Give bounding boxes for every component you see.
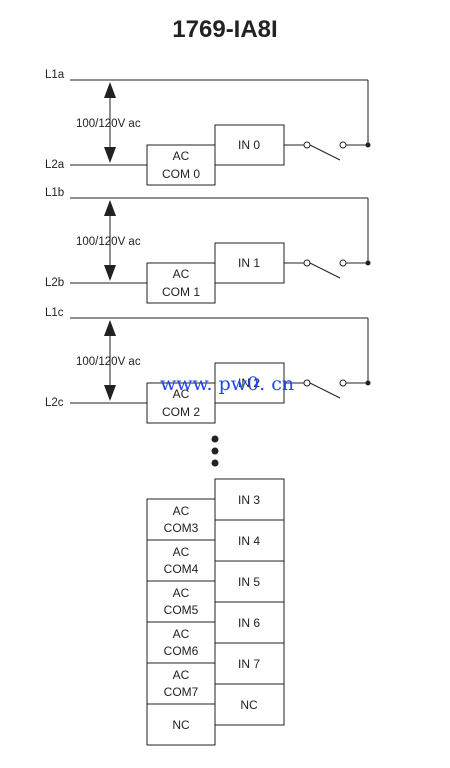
com-terminal-label-ac-0: AC xyxy=(173,504,190,518)
com-label-ac-2: AC xyxy=(173,387,190,401)
line-label-l1a: L1a xyxy=(45,69,65,81)
switch-contact-left-1 xyxy=(303,259,311,267)
circuit-group-1 xyxy=(70,197,369,284)
arrow-up-2 xyxy=(104,320,116,336)
input-terminal-label-3: IN 6 xyxy=(238,616,260,630)
voltage-label-1: 100/120V ac xyxy=(76,236,141,248)
input-terminal-label-2: IN 5 xyxy=(238,575,260,589)
com-terminal-box-1 xyxy=(146,539,216,582)
com-terminal-box-2 xyxy=(146,580,216,623)
line-label-l2c: L2c xyxy=(45,397,64,409)
terminal-block: AC COM3 IN 3 AC COM4 IN 4 AC COM5 IN 5 AC COM6 IN 6… xyxy=(146,478,285,746)
input-label-2: IN 2 xyxy=(238,376,260,390)
arrow-down-0 xyxy=(104,147,116,163)
switch-contact-left-2 xyxy=(303,379,311,387)
input-terminal-box-2 xyxy=(214,560,285,603)
input-terminal-1 xyxy=(214,242,285,284)
com-label-num-1: COM 1 xyxy=(162,285,200,299)
line-label-l1b: L1b xyxy=(45,187,64,199)
com-terminal-label-num-0: COM3 xyxy=(164,521,199,535)
com-label-ac-0: AC xyxy=(173,149,190,163)
input-terminal-0 xyxy=(214,124,285,166)
input-label-0: IN 0 xyxy=(238,138,260,152)
voltage-label-0: 100/120V ac xyxy=(76,118,141,130)
input-terminal-label-1: IN 4 xyxy=(238,534,260,548)
com-terminal-box-0 xyxy=(146,498,216,541)
continuation-dot-2 xyxy=(211,447,219,455)
input-terminal-box-1 xyxy=(214,519,285,562)
com-terminal-label-ac-2: AC xyxy=(173,586,190,600)
com-terminal-label-ac-1: AC xyxy=(173,545,190,559)
com-terminal-label-num-1: COM4 xyxy=(164,562,199,576)
arrow-down-1 xyxy=(104,265,116,281)
arrow-down-2 xyxy=(104,385,116,401)
junction-dot-2 xyxy=(365,380,371,386)
circuit-group-2 xyxy=(70,317,369,404)
com-terminal-0 xyxy=(146,144,216,186)
com-terminal-box-5 xyxy=(146,703,216,746)
input-terminal-2 xyxy=(214,362,285,404)
arrow-up-0 xyxy=(104,82,116,98)
continuation-dot-1 xyxy=(211,435,219,443)
com-terminal-label-5: NC xyxy=(172,718,190,732)
diagram-title: 1769-IA8I xyxy=(172,16,277,43)
arrow-up-1 xyxy=(104,200,116,216)
com-label-num-2: COM 2 xyxy=(162,405,200,419)
switch-contact-right-1 xyxy=(339,259,347,267)
circuit-group-0 xyxy=(70,79,369,166)
com-terminal-label-ac-4: AC xyxy=(173,668,190,682)
switch-contact-right-2 xyxy=(339,379,347,387)
com-terminal-label-num-3: COM6 xyxy=(164,644,199,658)
com-terminal-1 xyxy=(146,262,216,304)
line-label-l2b: L2b xyxy=(45,277,64,289)
com-label-ac-1: AC xyxy=(173,267,190,281)
com-terminal-label-num-4: COM7 xyxy=(164,685,199,699)
switch-contact-left-0 xyxy=(303,141,311,149)
input-terminal-box-3 xyxy=(214,601,285,644)
input-terminal-box-0 xyxy=(214,478,285,521)
input-terminal-label-5: NC xyxy=(240,698,258,712)
voltage-label-2: 100/120V ac xyxy=(76,356,141,368)
input-label-1: IN 1 xyxy=(238,256,260,270)
com-label-num-0: COM 0 xyxy=(162,167,200,181)
line-label-l2a: L2a xyxy=(45,159,65,171)
com-terminal-box-3 xyxy=(146,621,216,664)
com-terminal-box-4 xyxy=(146,662,216,705)
junction-dot-0 xyxy=(365,142,371,148)
com-terminal-label-ac-3: AC xyxy=(173,627,190,641)
watermark-text: www. pw0. cn xyxy=(160,373,294,395)
input-terminal-label-0: IN 3 xyxy=(238,493,260,507)
input-terminal-label-4: IN 7 xyxy=(238,657,260,671)
switch-contact-right-0 xyxy=(339,141,347,149)
continuation-dot-3 xyxy=(211,459,219,467)
com-terminal-label-num-2: COM5 xyxy=(164,603,199,617)
input-terminal-box-5 xyxy=(214,683,285,726)
line-label-l1c: L1c xyxy=(45,307,64,319)
junction-dot-1 xyxy=(365,260,371,266)
com-terminal-2 xyxy=(146,382,216,424)
